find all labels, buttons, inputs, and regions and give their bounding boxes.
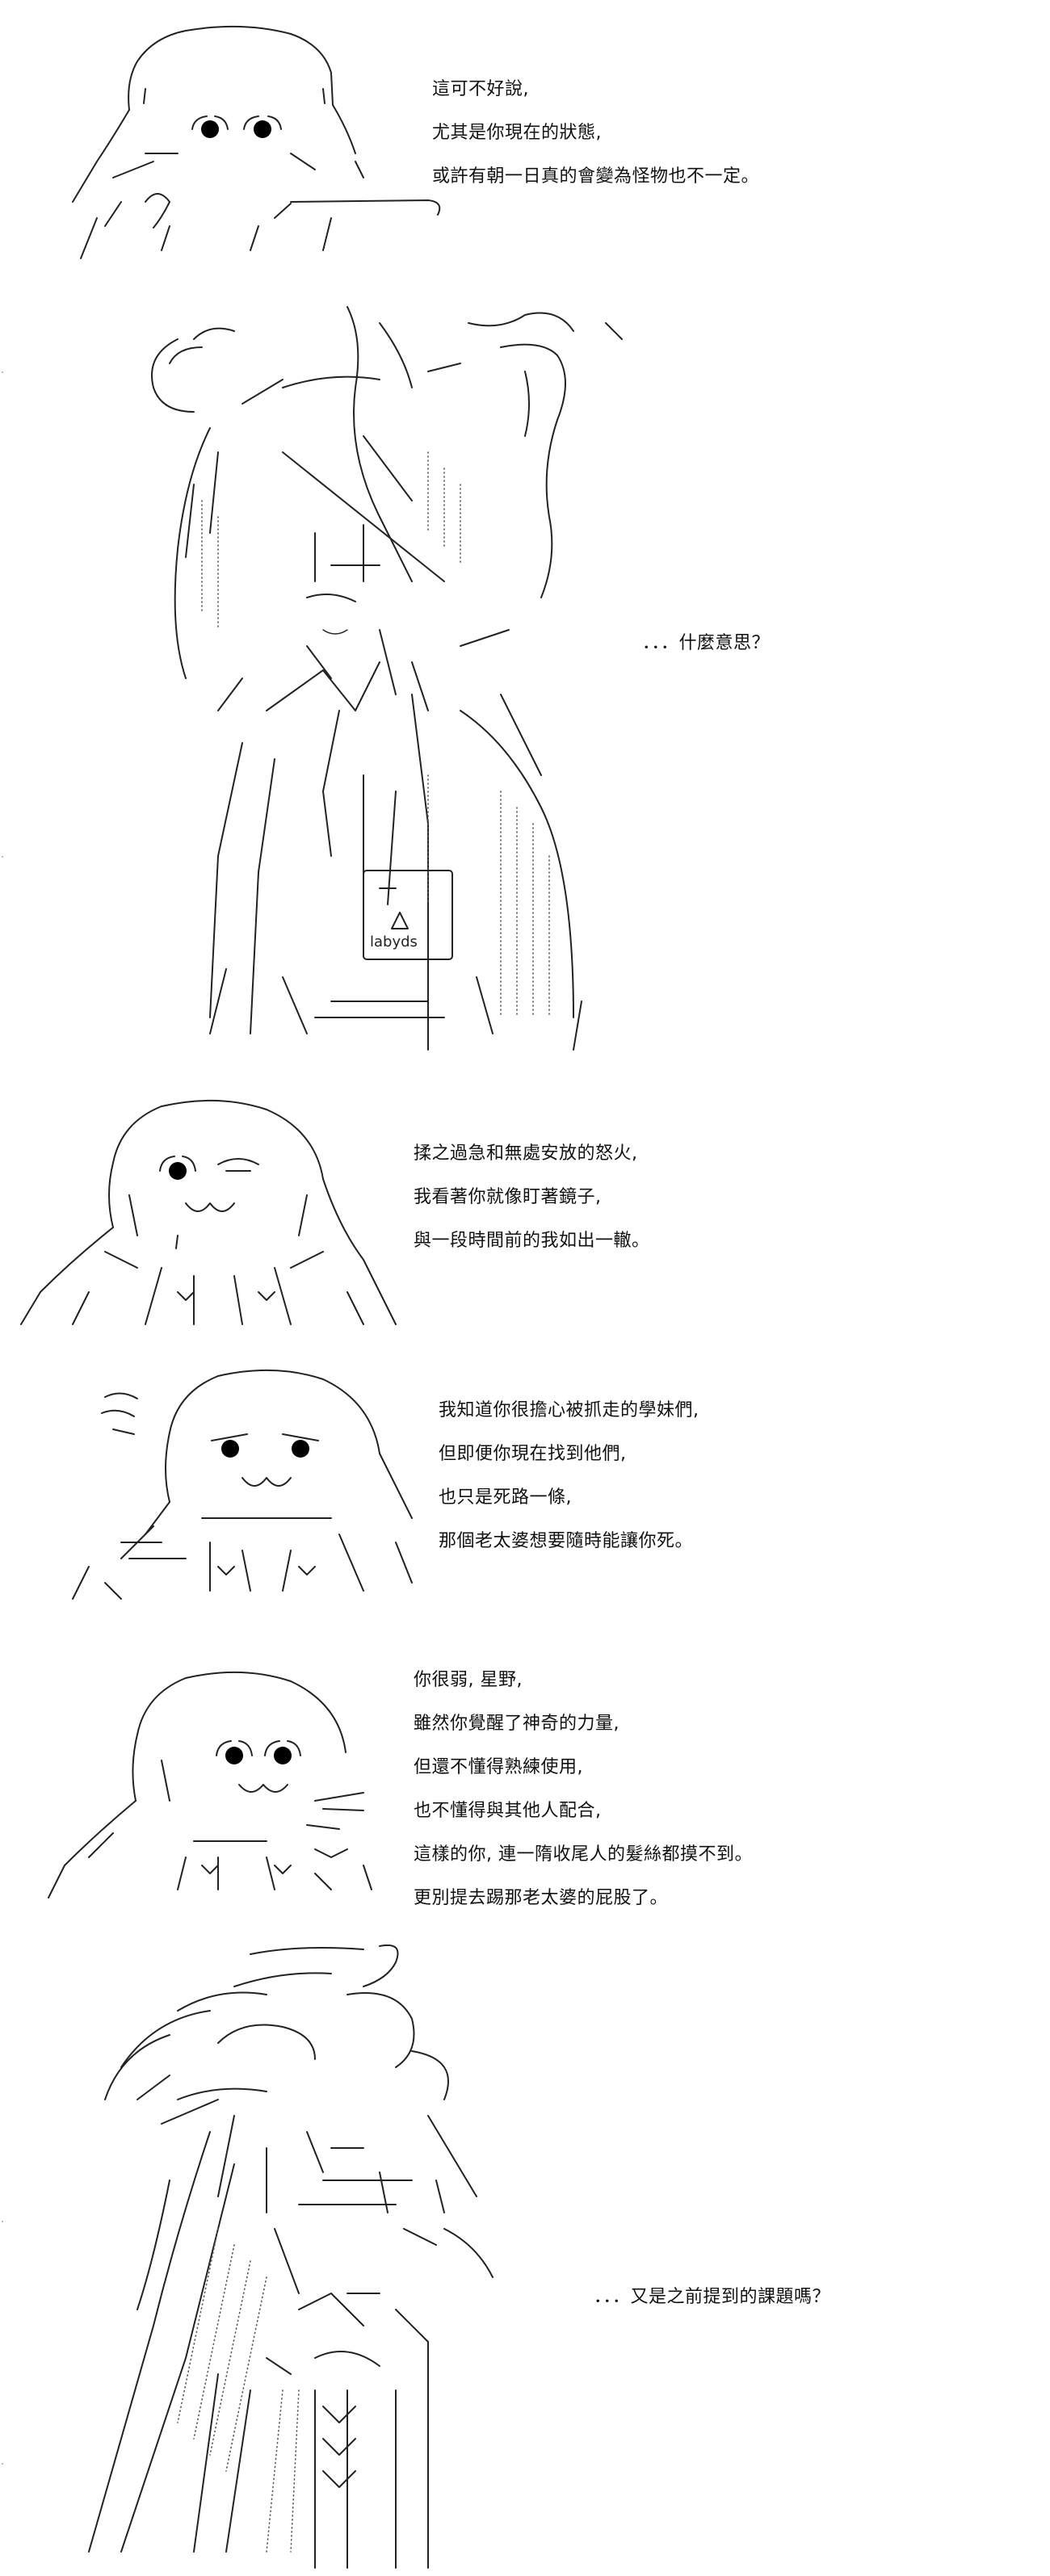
dialogue-line: 也只是死路一條, — [439, 1487, 572, 1508]
edge-speck — [2, 856, 3, 858]
dialogue-line: 也不懂得與其他人配合, — [414, 1801, 602, 1821]
bald-character-smirk-art — [20, 1099, 397, 1325]
dialogue-line: 我看著你就像盯著鏡子, — [414, 1187, 602, 1207]
dialogue-line: 但即便你現在找到他們, — [439, 1444, 627, 1464]
dialogue-line: 但還不懂得熟練使用, — [414, 1757, 583, 1777]
dialogue-line: 揉之過急和無處安放的怒火, — [414, 1143, 638, 1164]
dialogue-line: 與一段時間前的我如出一轍。 — [414, 1231, 650, 1251]
panel-4: 我知道你很擔心被抓走的學妹們, 但即便你現在找到他們, 也只是死路一條, 那個老… — [0, 1357, 1050, 1600]
panel-5: 你很弱, 星野, 雖然你覺醒了神奇的力量, 但還不懂得熟練使用, 也不懂得與其他… — [0, 1655, 1050, 1914]
dialogue-line: 我知道你很擔心被抓走的學妹們, — [439, 1400, 699, 1420]
dialogue-text: ．．．又是之前提到的課題嗎？ — [594, 2276, 830, 2319]
panel-6: ．．．又是之前提到的課題嗎？ — [0, 1938, 1050, 2576]
panel-2: labyds ．．．什麼意思？ — [0, 291, 1050, 1066]
panel-1: 這可不好說, 尤其是你現在的狀態, 或許有朝一日真的會變為怪物也不一定。 — [0, 0, 1050, 259]
dialogue-text: 揉之過急和無處安放的怒火, 我看著你就像盯著鏡子, 與一段時間前的我如出一轍。 — [414, 1132, 650, 1263]
dialogue-text: ．．．什麼意思？ — [642, 622, 770, 665]
dialogue-line: 那個老太婆想要隨時能讓你死。 — [439, 1531, 694, 1551]
panel-3: 揉之過急和無處安放的怒火, 我看著你就像盯著鏡子, 與一段時間前的我如出一轍。 — [0, 1090, 1050, 1332]
hat-girl-back-figure-art — [88, 1945, 494, 2569]
hat-girl-figure-art: labyds — [151, 306, 623, 1051]
edge-speck — [2, 371, 3, 373]
dialogue-line: 尤其是你現在的狀態, — [432, 123, 602, 143]
edge-speck — [2, 2221, 3, 2222]
dialogue-line: 這可不好說, — [432, 79, 529, 99]
edge-speck — [2, 2463, 3, 2465]
dialogue-line: 這樣的你, 連一隋收尾人的髮絲都摸不到。 — [414, 1844, 753, 1865]
dialogue-line: 你很弱, 星野, — [414, 1670, 523, 1690]
dialogue-line: ．．．又是之前提到的課題嗎？ — [594, 2287, 831, 2307]
dialogue-line: 更別提去踢那老太婆的屁股了。 — [414, 1888, 669, 1908]
dialogue-text: 我知道你很擔心被抓走的學妹們, 但即便你現在找到他們, 也只是死路一條, 那個老… — [439, 1389, 699, 1563]
bag-label: labyds — [370, 933, 418, 950]
dialogue-text: 你很弱, 星野, 雖然你覺醒了神奇的力量, 但還不懂得熟練使用, 也不懂得與其他… — [414, 1659, 753, 1920]
dialogue-line: 雖然你覺醒了神奇的力量, — [414, 1714, 620, 1734]
bald-character-glare-art — [72, 1369, 413, 1600]
dialogue-line: 或許有朝一日真的會變為怪物也不一定。 — [432, 166, 760, 187]
bald-character-pointing-art — [48, 1671, 372, 1898]
dialogue-line: ．．．什麼意思？ — [642, 633, 771, 653]
dialogue-text: 這可不好說, 尤其是你現在的狀態, 或許有朝一日真的會變為怪物也不一定。 — [432, 68, 759, 199]
bald-character-face-art — [72, 25, 441, 259]
